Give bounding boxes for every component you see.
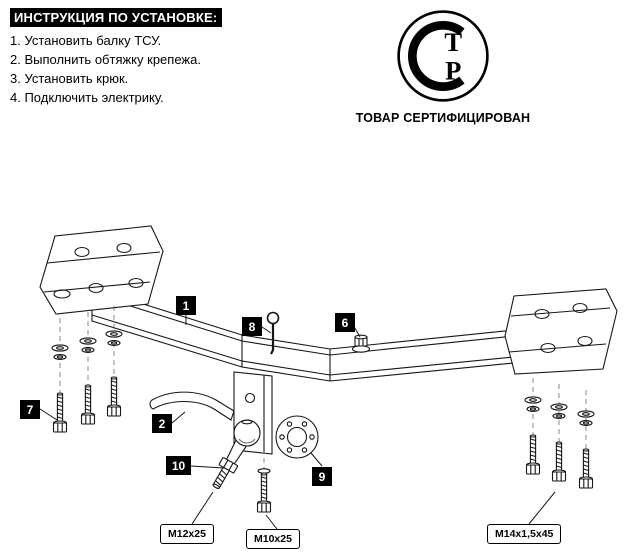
callout-8-safety-pin: 8 <box>242 317 262 336</box>
callout-1-beam: 1 <box>176 296 196 315</box>
instructions-list: 1. Установить балку ТСУ. 2. Выполнить об… <box>10 32 270 106</box>
rostest-certification-logo: Т Р <box>397 10 489 102</box>
mounting-flange <box>275 415 319 459</box>
bolt-size-label-m14x1-5x45: М14х1,5х45 <box>487 524 562 544</box>
callout-2-hook: 2 <box>152 414 172 433</box>
callout-10-ball-stud: 10 <box>166 456 191 475</box>
logo-letter-r: Р <box>445 55 461 85</box>
instruction-step-3: 3. Установить крюк. <box>10 71 129 86</box>
instruction-step-1: 1. Установить балку ТСУ. <box>10 33 162 48</box>
left-mounting-plate <box>39 225 164 315</box>
certification-label: ТОВАР СЕРТИФИЦИРОВАН <box>355 111 531 125</box>
instruction-step-2: 2. Выполнить обтяжку крепежа. <box>10 52 201 67</box>
right-mounting-plate <box>504 288 618 375</box>
hitch-ball-stud <box>212 419 261 489</box>
right-fasteners <box>524 378 595 489</box>
bolt-size-label-m12x25: М12х25 <box>160 524 214 544</box>
callout-6-beam-bolt: 6 <box>335 313 355 332</box>
towbar-beam <box>91 287 515 382</box>
instructions-title: ИНСТРУКЦИЯ ПО УСТАНОВКЕ: <box>10 8 223 27</box>
logo-letter-t: Т <box>444 27 462 57</box>
installation-instructions: ИНСТРУКЦИЯ ПО УСТАНОВКЕ: 1. Установить б… <box>10 8 270 106</box>
bolt-size-label-m10x25: М10х25 <box>246 529 300 549</box>
center-bolt <box>256 458 272 513</box>
safety-pin <box>266 311 280 355</box>
hook-bar <box>149 391 235 421</box>
callout-7-left-bolt: 7 <box>20 400 40 419</box>
callout-9-flange: 9 <box>312 467 332 486</box>
leader-lines <box>39 315 556 530</box>
certification-block: Т Р ТОВАР СЕРТИФИЦИРОВАН <box>348 8 538 125</box>
logo-letter-c <box>408 21 465 91</box>
left-fasteners <box>51 306 123 433</box>
beam-bolt <box>351 334 371 353</box>
logo-outer-circle <box>397 10 489 102</box>
instruction-step-4: 4. Подключить электрику. <box>10 90 164 105</box>
